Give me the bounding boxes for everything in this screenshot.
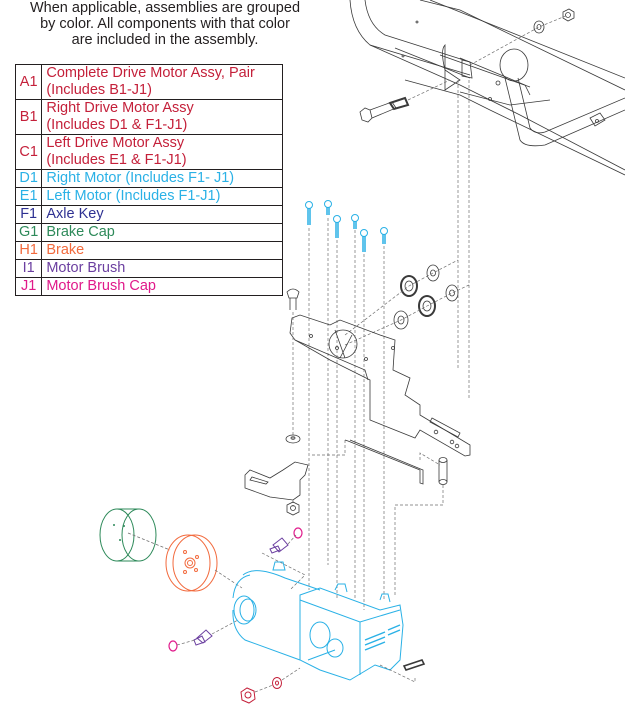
part-description: Left Drive Motor Assy(Includes E1 & F1-J… [41,134,284,170]
part-description: Complete Drive Motor Assy, Pair(Includes… [41,64,284,100]
part-description: Right Motor (Includes F1- J1) [41,169,284,188]
axle-washer [272,677,282,689]
legend-row-b1: B1 Right Drive Motor Assy(Includes D1 & … [14,99,284,135]
spacer [393,310,409,330]
axle-key [402,659,426,671]
frame-nut [562,8,575,22]
desc-line-1: Right Drive Motor Assy [46,100,194,116]
frame-bolt [359,96,410,123]
frame-spacers [426,264,459,302]
washer [285,434,301,444]
desc-line-2: (Includes B1-J1) [46,82,152,98]
desc-line-2: (Includes E1 & F1-J1) [46,152,187,168]
part-code: G1 [14,223,43,242]
motor-screws [305,200,388,252]
motor-brush-cap [168,527,303,652]
brake-cap [99,508,157,562]
brake [165,534,218,592]
nut [286,501,300,516]
part-description: Motor Brush Cap [41,277,284,296]
legend-row-c1: C1 Left Drive Motor Assy(Includes E1 & F… [14,134,284,170]
legend-row-e1: E1 Left Motor (Includes F1-J1) [14,187,284,206]
desc-line-2: (Includes D1 & F1-J1) [46,117,188,133]
release-lever [244,461,309,501]
motor-brush [193,537,289,646]
part-description: Brake Cap [41,223,284,242]
rod-coupler [438,457,448,485]
carriage-bolt [286,288,300,310]
motor-mount-bracket [289,314,471,457]
part-code: J1 [14,277,43,296]
legend-row-g1: G1 Brake Cap [14,223,284,242]
parts-legend-table: A1 Complete Drive Motor Assy, Pair(Inclu… [14,64,284,296]
legend-row-a1: A1 Complete Drive Motor Assy, Pair(Inclu… [14,64,284,100]
part-code: C1 [14,134,43,170]
drive-motor [232,561,404,681]
release-rod [344,439,424,485]
assembly-color-note: When applicable, assemblies are grouped … [0,0,330,48]
part-code: A1 [14,64,43,100]
desc-line-1: Left Drive Motor Assy [46,135,185,151]
part-description: Right Drive Motor Assy(Includes D1 & F1-… [41,99,284,135]
bearings [400,275,436,317]
note-line-2: by color. All components with that color [40,16,290,32]
part-description: Left Motor (Includes F1-J1) [41,187,284,206]
note-line-1: When applicable, assemblies are grouped [29,0,301,16]
desc-line-1: Complete Drive Motor Assy, Pair [46,65,255,81]
legend-row-j1: J1 Motor Brush Cap [14,277,284,296]
frame-washer [533,20,545,34]
frame [349,0,625,176]
note-line-3: are included in the assembly. [71,32,259,48]
axle-nut [240,687,256,704]
part-code: B1 [14,99,43,135]
